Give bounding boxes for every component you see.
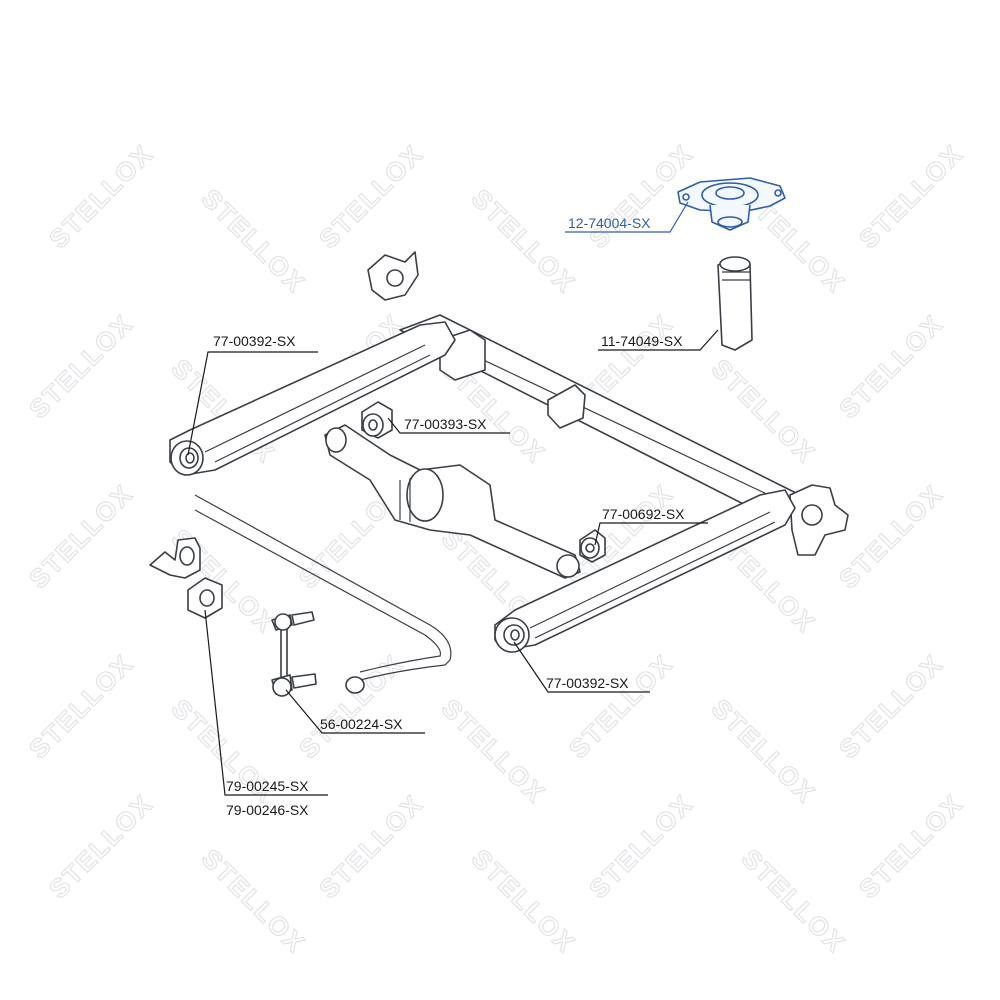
label-79-00245-SX[interactable]: 79-00245-SX xyxy=(226,778,309,794)
shock-top-mount-12-74004[interactable] xyxy=(677,177,786,231)
label-11-74049-SX[interactable]: 11-74049-SX xyxy=(601,333,683,349)
watermark-text: STELLOX xyxy=(313,138,429,254)
watermark-text: STELLOX xyxy=(23,308,139,424)
label-56-00224-SX[interactable]: 56-00224-SX xyxy=(320,716,403,732)
bushing-77-00692[interactable] xyxy=(579,529,606,563)
watermark-text: STELLOX xyxy=(23,478,139,594)
watermark-text: STELLOX xyxy=(196,843,312,959)
label-77-00393-SX[interactable]: 77-00393-SX xyxy=(404,416,487,432)
watermark-text: STELLOX xyxy=(466,843,582,959)
bushing-77-00392-right[interactable] xyxy=(494,617,530,653)
watermark-text: STELLOX xyxy=(43,788,159,904)
watermark-layer: STELLOX STELLOX STELLOX STELLOX STELLOX … xyxy=(22,138,969,960)
watermark-text: STELLOX xyxy=(293,648,409,764)
bushing-77-00392-left[interactable] xyxy=(170,440,204,476)
stabilizer-bushing-79-00245[interactable] xyxy=(187,577,223,619)
watermark-text: STELLOX xyxy=(196,183,312,299)
label-77-00392-SX-right[interactable]: 77-00392-SX xyxy=(546,675,629,691)
watermark-text: STELLOX xyxy=(853,138,969,254)
watermark-text: STELLOX xyxy=(23,648,139,764)
watermark-text: STELLOX xyxy=(43,138,159,254)
label-77-00692-SX[interactable]: 77-00692-SX xyxy=(602,506,685,522)
watermark-text: STELLOX xyxy=(313,788,429,904)
stabilizer-link-56-00224[interactable] xyxy=(271,611,317,697)
leader-lines xyxy=(187,201,719,796)
watermark-text: STELLOX xyxy=(736,843,852,959)
watermark-text: STELLOX xyxy=(833,308,949,424)
bushing-77-00393[interactable] xyxy=(361,401,393,439)
watermark-text: STELLOX xyxy=(853,788,969,904)
stabilizer-bar xyxy=(194,494,452,694)
watermark-text: STELLOX xyxy=(563,648,679,764)
watermark-text: STELLOX xyxy=(833,478,949,594)
watermark-text: STELLOX xyxy=(583,788,699,904)
label-79-00246-SX[interactable]: 79-00246-SX xyxy=(226,802,309,818)
right-trailing-arm xyxy=(494,489,796,651)
watermark-text: STELLOX xyxy=(436,693,552,809)
shock-dust-boot-11-74049[interactable] xyxy=(717,256,753,351)
part-labels: 12-74004-SX 11-74049-SX 77-00392-SX 77-0… xyxy=(213,215,685,818)
label-12-74004-SX[interactable]: 12-74004-SX xyxy=(568,215,651,231)
stabilizer-bracket[interactable] xyxy=(149,537,201,579)
watermark-text: STELLOX xyxy=(833,648,949,764)
lower-control-arm xyxy=(324,424,581,579)
watermark-text: STELLOX xyxy=(706,353,822,469)
watermark-text: STELLOX xyxy=(466,183,582,299)
label-77-00392-SX-left[interactable]: 77-00392-SX xyxy=(213,333,296,349)
watermark-text: STELLOX xyxy=(706,693,822,809)
